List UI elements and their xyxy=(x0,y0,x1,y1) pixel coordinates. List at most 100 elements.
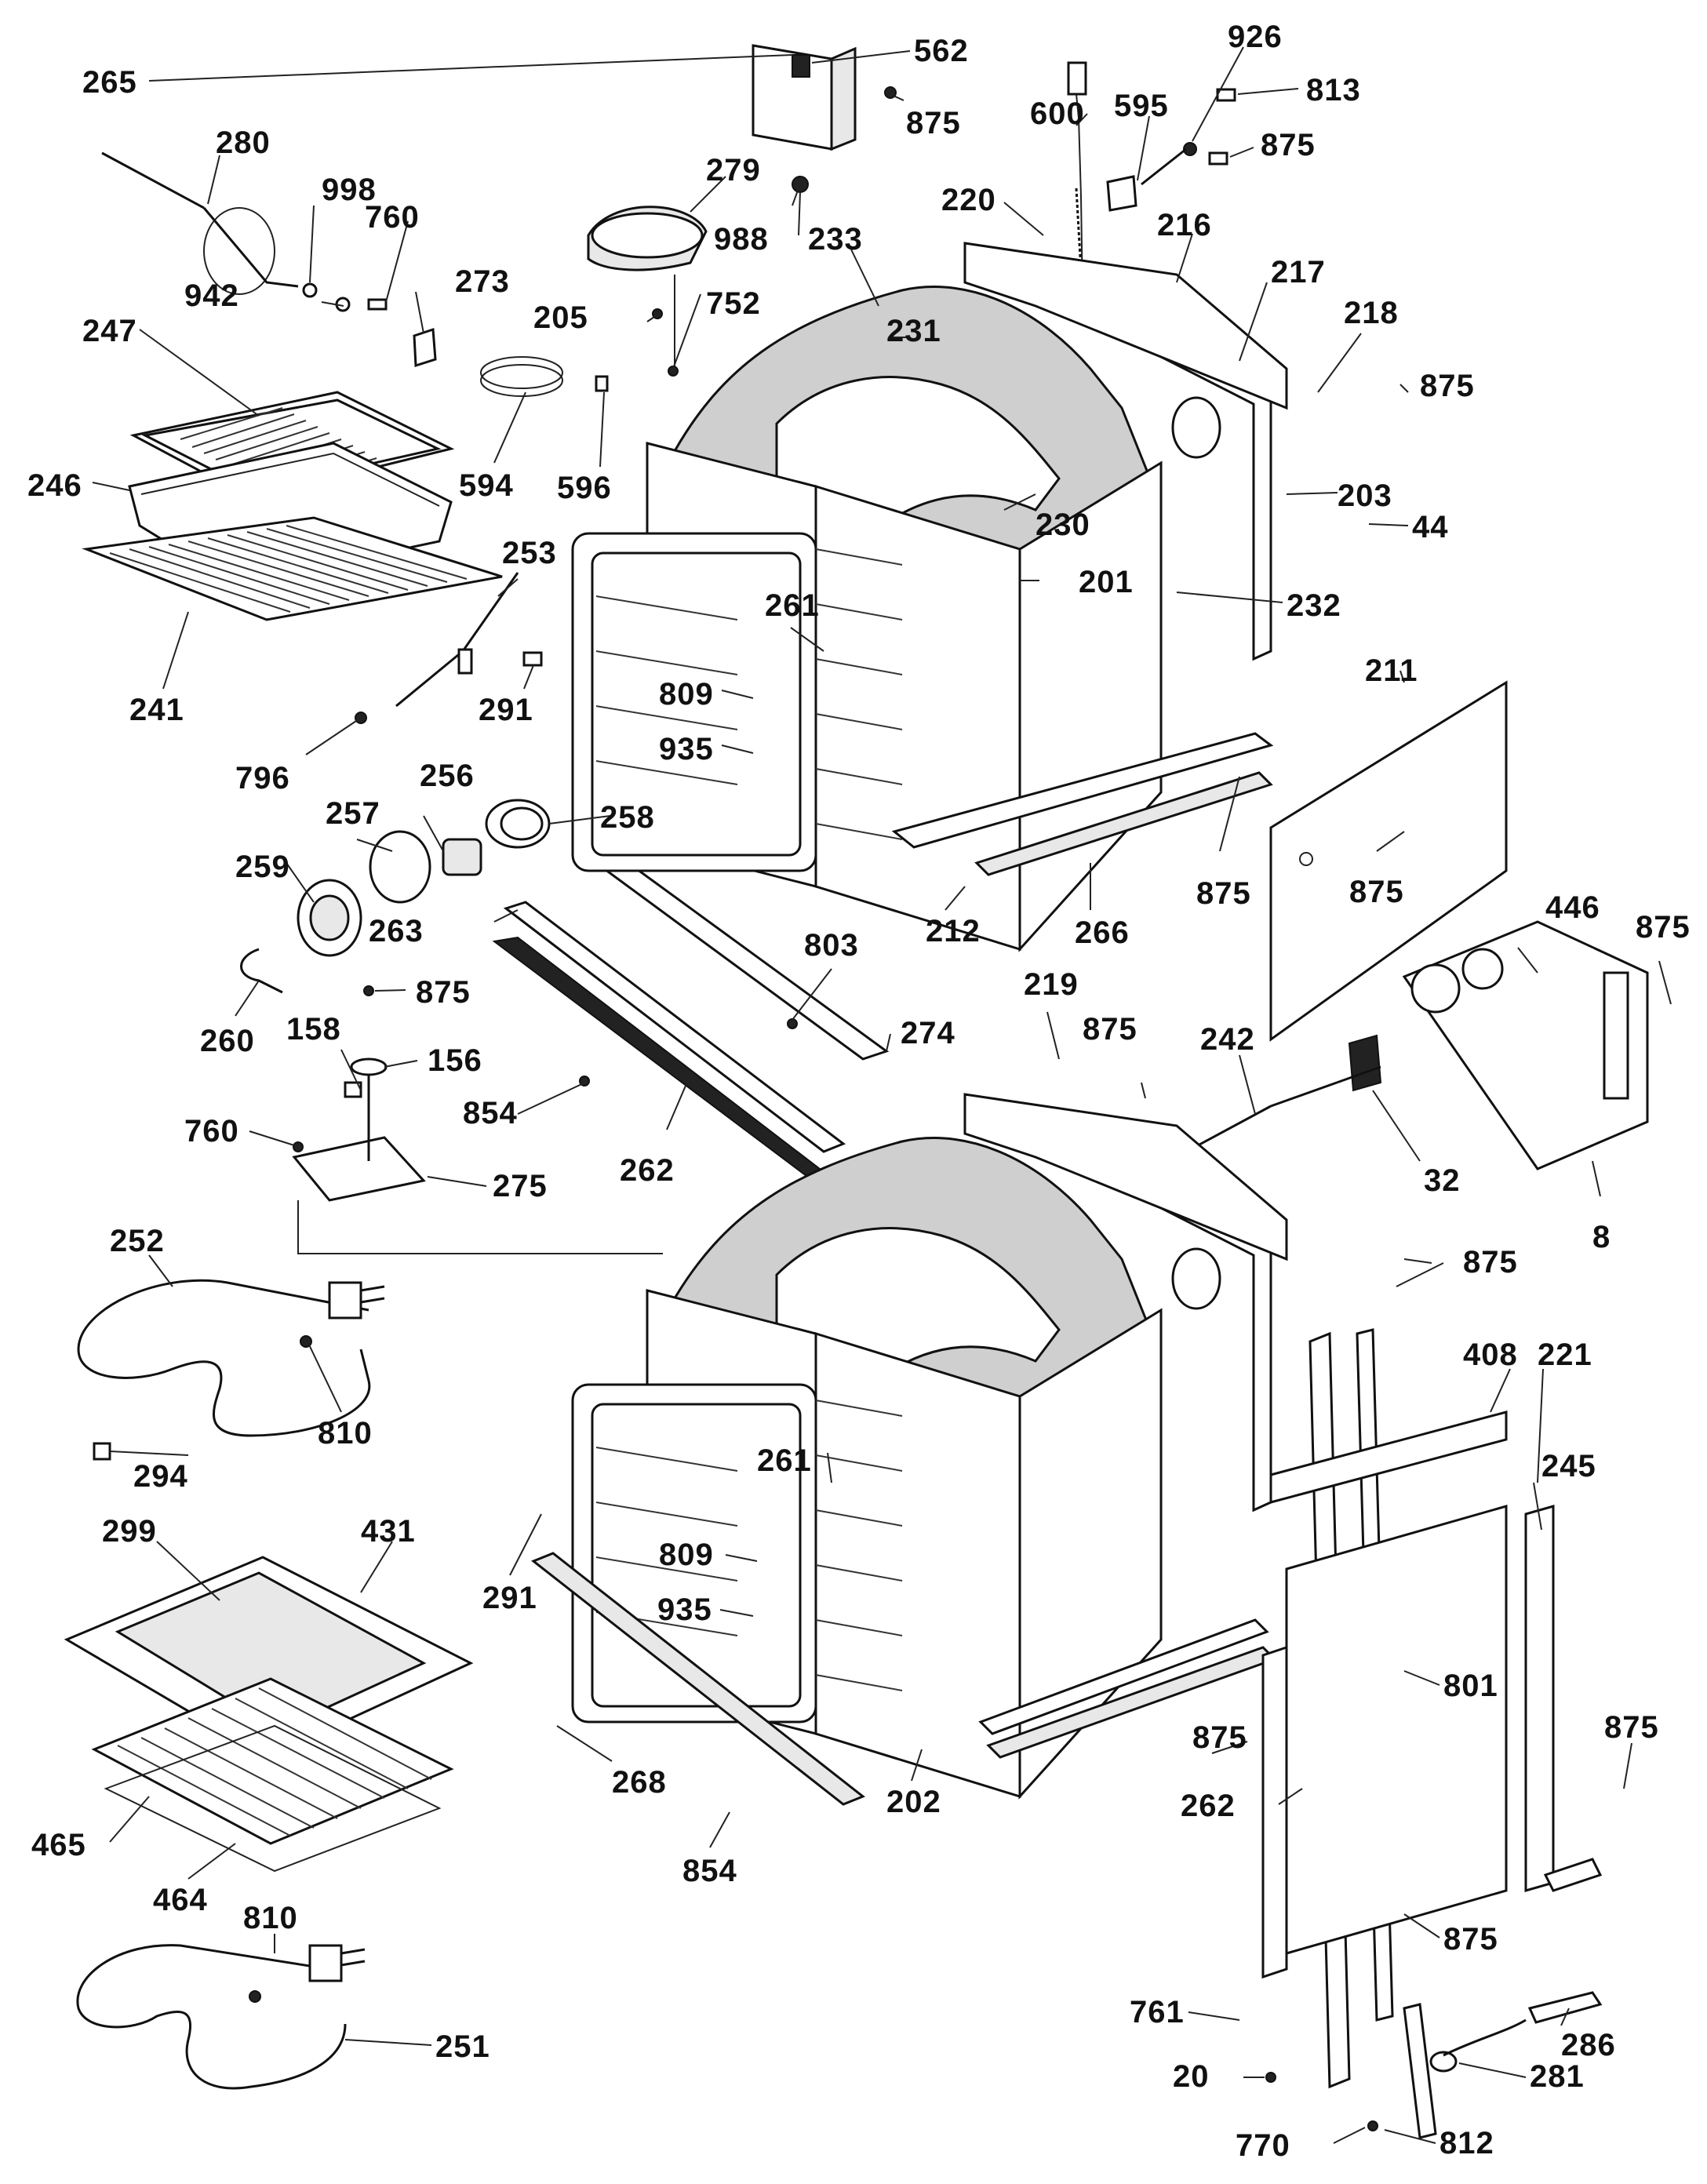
lower-oven-cavity xyxy=(531,1093,1288,1806)
label-32: 32 xyxy=(1424,1163,1461,1198)
label-875: 875 xyxy=(1636,910,1691,945)
label-875: 875 xyxy=(1192,1720,1247,1755)
label-761: 761 xyxy=(1130,1995,1185,2029)
label-258: 258 xyxy=(600,800,655,835)
label-281: 281 xyxy=(1530,2059,1585,2094)
label-253: 253 xyxy=(502,536,557,570)
thermostat-bracket-275 xyxy=(292,985,663,1254)
label-875: 875 xyxy=(1604,1710,1659,1745)
label-247: 247 xyxy=(82,314,137,348)
sensor-253 xyxy=(355,572,543,724)
label-216: 216 xyxy=(1157,208,1212,242)
label-875: 875 xyxy=(1196,876,1251,911)
label-875: 875 xyxy=(1349,875,1404,909)
label-261: 261 xyxy=(757,1443,812,1478)
label-257: 257 xyxy=(326,796,380,831)
label-801: 801 xyxy=(1443,1669,1498,1703)
label-274: 274 xyxy=(901,1016,955,1050)
label-294: 294 xyxy=(133,1459,188,1494)
label-760: 760 xyxy=(184,1114,239,1148)
label-266: 266 xyxy=(1075,915,1130,950)
label-233: 233 xyxy=(808,222,863,257)
oven-rack-464 xyxy=(104,1724,442,1873)
bracket-265 xyxy=(752,44,857,151)
label-770: 770 xyxy=(1236,2128,1290,2163)
side-panel-221 xyxy=(1261,1410,1603,1979)
label-219: 219 xyxy=(1024,967,1079,1002)
label-286: 286 xyxy=(1561,2028,1616,2062)
label-875: 875 xyxy=(416,975,471,1010)
label-875: 875 xyxy=(1443,1922,1498,1956)
label-262: 262 xyxy=(620,1153,675,1188)
label-262: 262 xyxy=(1181,1789,1236,1823)
label-8: 8 xyxy=(1592,1220,1611,1254)
label-20: 20 xyxy=(1173,2059,1210,2094)
bracket-273 xyxy=(413,308,679,397)
label-998: 998 xyxy=(322,173,377,207)
label-218: 218 xyxy=(1344,296,1399,330)
label-812: 812 xyxy=(1439,2126,1494,2160)
label-256: 256 xyxy=(420,759,475,793)
label-465: 465 xyxy=(31,1828,86,1862)
label-259: 259 xyxy=(235,850,290,884)
label-203: 203 xyxy=(1338,479,1392,513)
bake-element-252 xyxy=(77,1279,385,1461)
label-291: 291 xyxy=(479,693,533,727)
label-854: 854 xyxy=(463,1096,518,1130)
label-265: 265 xyxy=(82,65,137,100)
back-panel-446 xyxy=(1168,920,1649,1170)
label-252: 252 xyxy=(110,1224,165,1258)
label-220: 220 xyxy=(941,183,996,217)
label-230: 230 xyxy=(1035,508,1090,542)
label-158: 158 xyxy=(286,1012,341,1046)
label-251: 251 xyxy=(435,2029,490,2064)
upper-oven-cavity xyxy=(571,242,1288,952)
label-408: 408 xyxy=(1463,1338,1518,1372)
label-246: 246 xyxy=(27,468,82,503)
label-275: 275 xyxy=(493,1169,548,1203)
label-245: 245 xyxy=(1541,1449,1596,1483)
label-299: 299 xyxy=(102,1514,157,1549)
label-242: 242 xyxy=(1200,1022,1255,1057)
label-595: 595 xyxy=(1114,89,1169,123)
oven-rack-465 xyxy=(91,1677,454,1845)
label-202: 202 xyxy=(886,1785,941,1819)
label-562: 562 xyxy=(914,34,969,68)
label-875: 875 xyxy=(1420,369,1475,403)
label-809: 809 xyxy=(659,1538,714,1572)
oven-light-assembly xyxy=(240,799,551,994)
label-221: 221 xyxy=(1538,1338,1592,1372)
label-935: 935 xyxy=(659,732,714,766)
vent-strip-262 xyxy=(492,855,890,1185)
label-594: 594 xyxy=(459,468,514,503)
label-261: 261 xyxy=(765,588,820,623)
label-260: 260 xyxy=(200,1024,255,1058)
label-926: 926 xyxy=(1228,20,1283,54)
label-231: 231 xyxy=(886,314,941,348)
label-263: 263 xyxy=(369,914,424,948)
label-752: 752 xyxy=(706,286,761,321)
label-232: 232 xyxy=(1287,588,1341,623)
label-935: 935 xyxy=(657,1592,712,1627)
label-875: 875 xyxy=(1083,1012,1137,1046)
label-810: 810 xyxy=(318,1416,373,1451)
broil-element-251 xyxy=(76,1944,366,2090)
label-217: 217 xyxy=(1271,255,1326,289)
part-labels: 265 562 875 600 595 926 813 875 280 998 … xyxy=(27,20,1691,2163)
label-280: 280 xyxy=(216,126,271,160)
door-parts-281-286 xyxy=(1265,1991,1603,2139)
leader-lines xyxy=(92,46,1672,2144)
label-268: 268 xyxy=(612,1765,667,1800)
label-446: 446 xyxy=(1545,890,1600,925)
wiring-harness-600 xyxy=(1067,61,1087,299)
label-809: 809 xyxy=(659,677,714,712)
label-211: 211 xyxy=(1365,653,1418,688)
label-205: 205 xyxy=(533,300,588,335)
label-600: 600 xyxy=(1030,96,1085,131)
label-854: 854 xyxy=(682,1854,737,1888)
oven-rack-241 xyxy=(82,516,503,621)
label-813: 813 xyxy=(1306,73,1361,107)
label-291: 291 xyxy=(482,1581,537,1615)
label-241: 241 xyxy=(129,693,184,727)
